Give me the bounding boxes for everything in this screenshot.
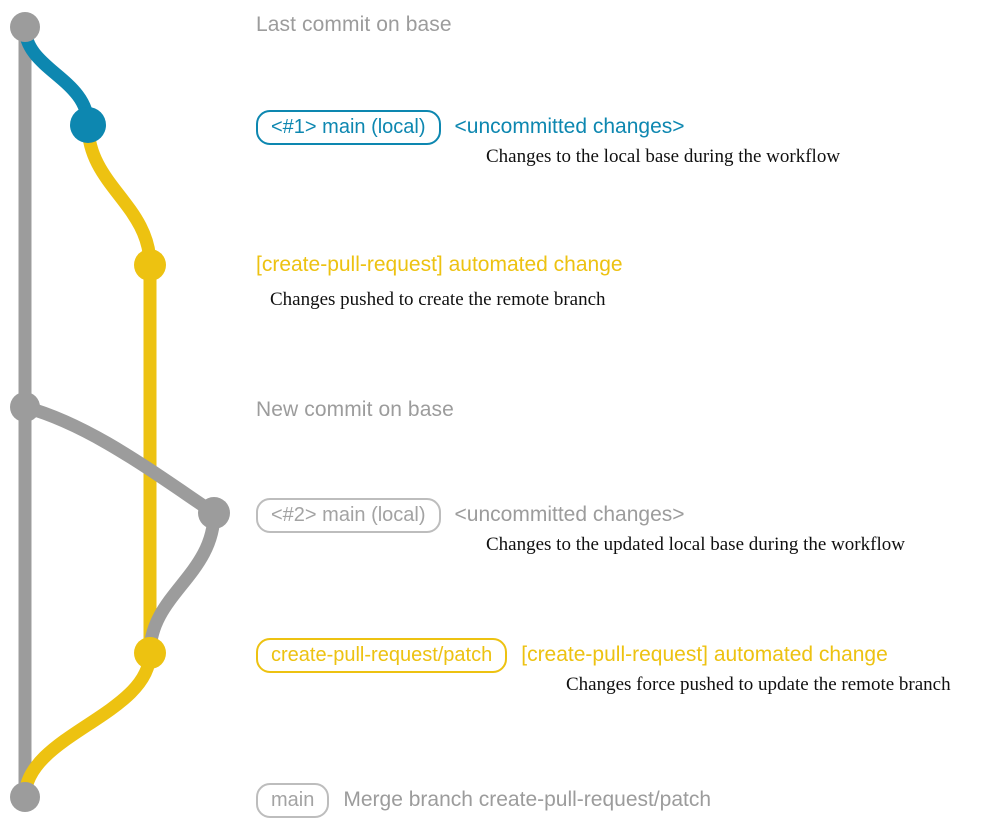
commit-note-remote-2: Changes force pushed to update the remot… [566,674,951,695]
heading-new-commit: New commit on base [256,398,454,421]
node-base-head-commit[interactable] [10,12,40,42]
commit-row-merge: main Merge branch create-pull-request/pa… [256,783,711,818]
heading-last-commit-row: Last commit on base [256,13,452,37]
local-branch-line-2 [18,400,221,520]
node-local-uncommitted-2[interactable] [198,497,230,529]
commit-note-local-1: Changes to the local base during the wor… [486,146,841,167]
merge-line [18,646,157,804]
commit-note-remote-1: Changes pushed to create the remote bran… [270,289,606,310]
node-local-uncommitted-1[interactable] [70,107,106,143]
commit-title-remote-2: [create-pull-request] automated change [521,643,888,666]
node-remote-automated-2[interactable] [134,637,166,669]
branch-pill-remote-2[interactable]: create-pull-request/patch [256,638,508,673]
commit-row-local-1: <#1> main (local) <uncommitted changes> [256,110,685,145]
commit-note-local-2: Changes to the updated local base during… [486,534,905,555]
commit-row-local-2: <#2> main (local) <uncommitted changes> [256,498,685,533]
heading-last-commit: Last commit on base [256,13,452,36]
commit-row-remote-1: [create-pull-request] automated change [256,253,623,277]
heading-new-commit-row: New commit on base [256,398,454,422]
node-base-new-commit[interactable] [10,392,40,422]
commit-title-local-1: <uncommitted changes> [454,115,685,138]
local-to-remote-line-2 [143,506,221,660]
commit-row-remote-2: create-pull-request/patch [create-pull-r… [256,638,888,673]
commit-title-local-2: <uncommitted changes> [454,503,685,526]
remote-branch-line-1 [81,118,157,272]
branch-pill-merge[interactable]: main [256,783,330,818]
node-remote-automated-1[interactable] [134,249,166,281]
commit-title-merge: Merge branch create-pull-request/patch [343,788,712,811]
branch-pill-local-2[interactable]: <#2> main (local) [256,498,441,533]
node-base-merge-commit[interactable] [10,782,40,812]
commit-title-remote-1: [create-pull-request] automated change [256,253,623,276]
branch-pill-local-1[interactable]: <#1> main (local) [256,110,441,145]
